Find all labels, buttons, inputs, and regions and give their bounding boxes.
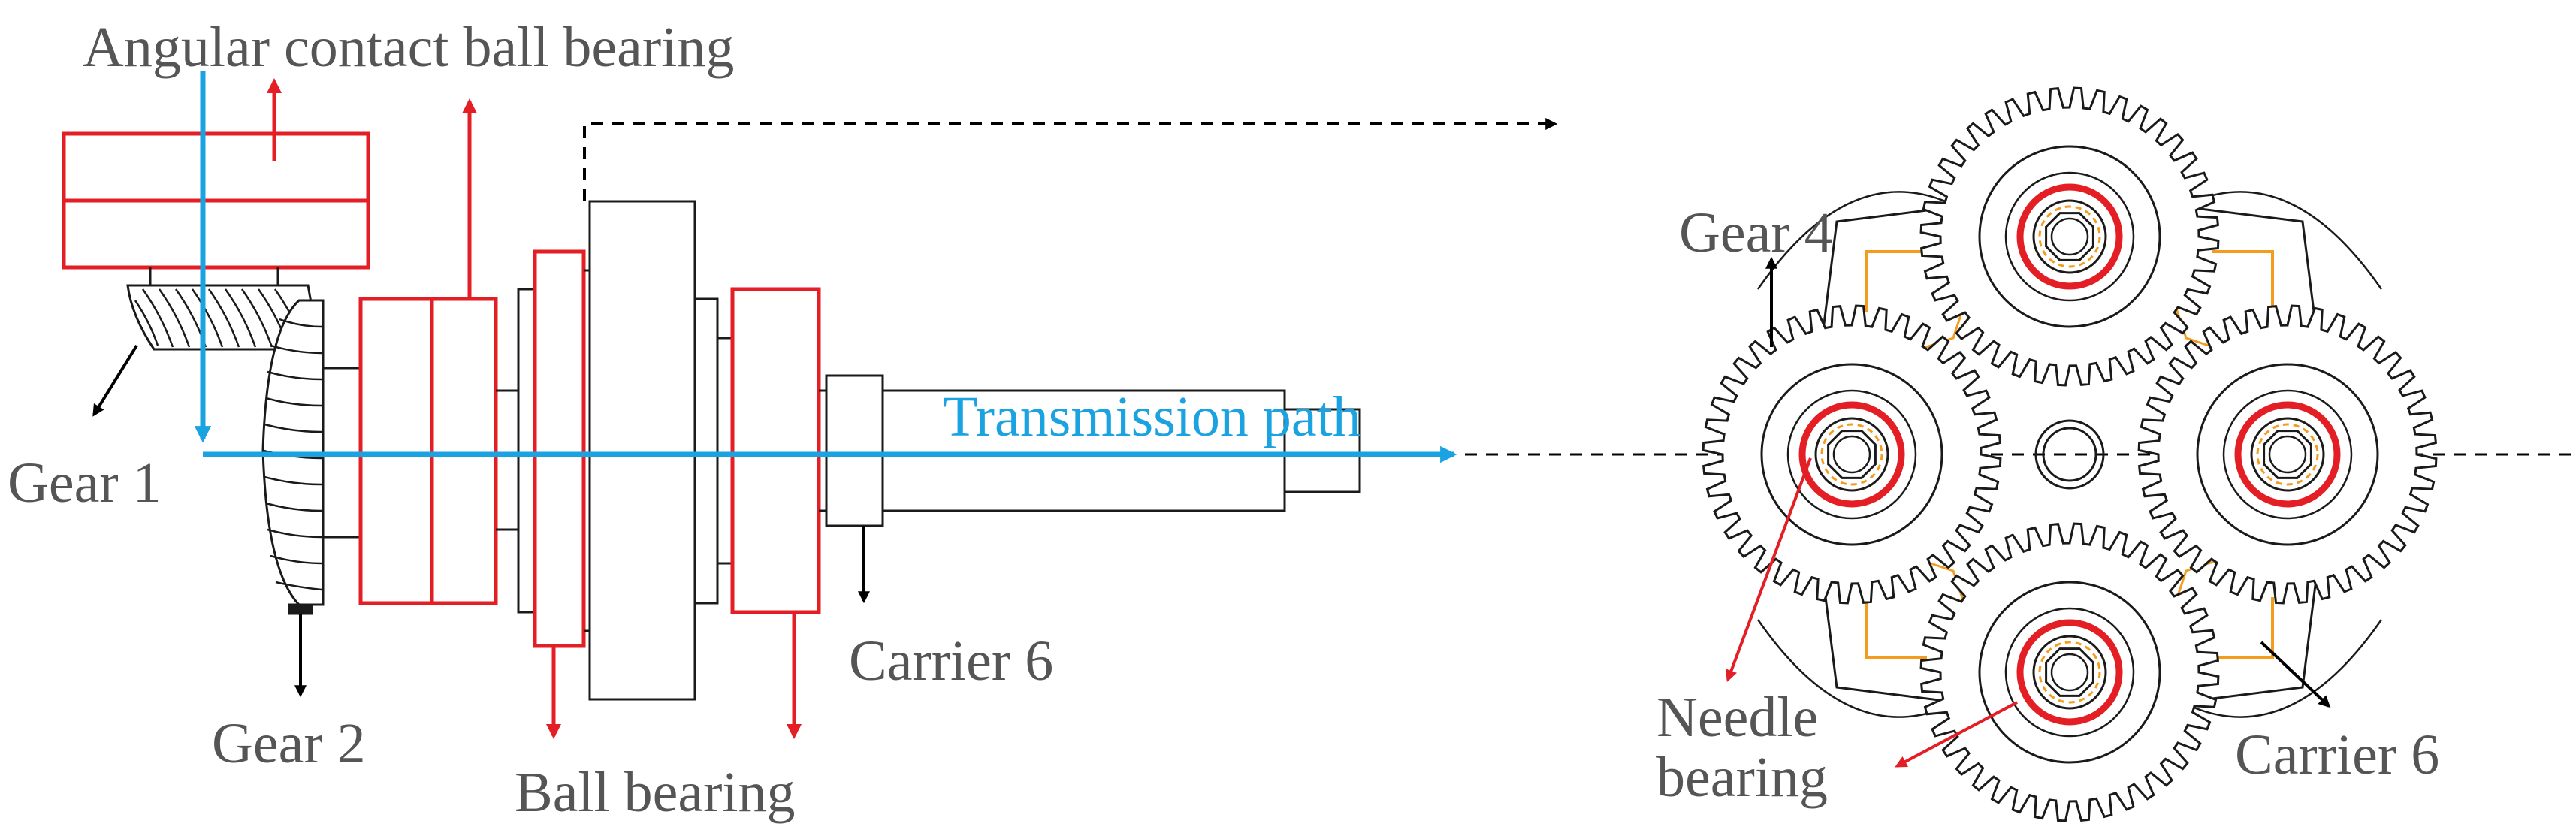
label-gear-1: Gear 1 <box>8 451 162 515</box>
planet-gear-bottom <box>1919 522 2220 822</box>
link-dashed-arrow <box>583 118 1558 201</box>
planetary-view <box>1702 86 2438 822</box>
ball-bearing-2 <box>730 287 821 614</box>
planet-gears <box>1702 86 2438 822</box>
planet-gear-left <box>1702 304 2002 605</box>
input-shaft <box>323 367 361 539</box>
label-transmission-path: Transmission path <box>943 385 1361 448</box>
spacer-ring-2 <box>693 297 719 605</box>
label-bearing: bearing <box>1656 746 1828 809</box>
needle-bearing-ring <box>2016 183 2123 290</box>
angular-contact-bearing <box>62 131 370 285</box>
needle-bearing-ring <box>1798 401 1905 508</box>
label-carrier-6-right: Carrier 6 <box>2235 723 2439 786</box>
output-shaft-carrier-6 <box>819 374 1361 527</box>
spacer-ring <box>517 288 536 614</box>
planet-gear-right <box>2137 304 2438 605</box>
label-ball-bearing: Ball bearing <box>515 761 796 824</box>
ball-bearing-1 <box>533 249 586 648</box>
carrier-disc <box>588 200 696 701</box>
needle-bearing-ring <box>2234 401 2341 508</box>
label-carrier-6-left: Carrier 6 <box>849 629 1053 693</box>
ball-bearing-pair <box>358 297 498 605</box>
label-needle: Needle <box>1656 686 1818 749</box>
needle-bearing-ring <box>2016 619 2123 726</box>
carrier-6-right-arrow <box>2260 641 2331 708</box>
label-angular-bearing: Angular contact ball bearing <box>83 16 734 79</box>
label-gear-4: Gear 4 <box>1679 201 1833 264</box>
needle-bearing-arrow-1 <box>1725 457 1812 682</box>
needle-bearing-arrow-2 <box>1895 701 2018 768</box>
sun-gear <box>2034 419 2105 490</box>
transmission-path <box>194 71 1457 463</box>
gear-1-arrow <box>92 344 138 417</box>
side-view <box>62 71 2573 739</box>
carrier-arm <box>1756 191 1966 351</box>
label-gear-2: Gear 2 <box>212 712 366 775</box>
planet-gear-top <box>1919 86 2220 387</box>
carrier-arm <box>1756 558 1966 718</box>
